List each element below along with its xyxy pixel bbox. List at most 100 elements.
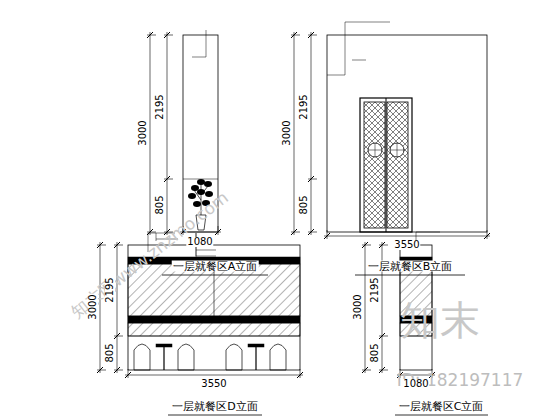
line — [362, 370, 371, 371]
bench-seat — [134, 344, 150, 370]
line — [167, 32, 168, 235]
line — [308, 229, 314, 235]
dimension: 2195 — [155, 93, 165, 120]
line — [291, 232, 300, 233]
bench-seat — [270, 344, 286, 370]
panel — [156, 344, 172, 347]
line — [128, 336, 300, 337]
line — [308, 35, 317, 36]
line — [379, 242, 385, 248]
elevation-title: 一层就餐区D立面 — [171, 401, 258, 412]
line — [362, 242, 368, 248]
line — [215, 229, 221, 235]
line — [294, 32, 295, 235]
line — [297, 372, 303, 378]
line — [379, 336, 388, 337]
elevation-title: 一层就餐区A立面 — [172, 261, 259, 272]
line — [150, 32, 151, 235]
panel — [327, 35, 487, 232]
line — [97, 370, 106, 371]
line — [362, 245, 371, 246]
line — [308, 179, 317, 180]
line — [147, 232, 156, 233]
line — [114, 245, 123, 246]
line — [375, 143, 376, 157]
dimension: 3000 — [282, 119, 292, 146]
dimension: 1080 — [186, 237, 213, 247]
line — [397, 143, 398, 157]
dimension: 3550 — [393, 240, 420, 250]
line — [291, 35, 300, 36]
dimension: 3000 — [353, 293, 363, 320]
line — [308, 232, 317, 233]
line — [100, 242, 101, 373]
line — [97, 242, 103, 248]
line — [147, 32, 153, 38]
line — [324, 236, 490, 237]
line — [327, 230, 328, 239]
line — [196, 256, 216, 257]
dimension: 805 — [299, 194, 309, 215]
line — [164, 35, 173, 36]
panel — [387, 102, 408, 228]
line — [308, 176, 314, 182]
line — [379, 333, 385, 339]
watermark: 知末 — [399, 300, 481, 340]
line — [214, 264, 215, 316]
line — [114, 370, 123, 371]
dimension: 3000 — [88, 293, 98, 320]
dimension: 805 — [155, 194, 165, 215]
line — [218, 226, 219, 235]
line — [484, 233, 490, 239]
panel — [364, 102, 385, 228]
line — [255, 347, 256, 370]
line — [386, 98, 387, 232]
line — [362, 367, 368, 373]
line — [128, 369, 129, 378]
line — [300, 369, 301, 378]
dimension: 805 — [105, 342, 115, 363]
dimension: 2195 — [370, 276, 380, 303]
line — [192, 57, 206, 58]
door-ornament — [390, 143, 404, 157]
line — [487, 230, 488, 239]
line — [395, 415, 488, 416]
line — [379, 367, 385, 373]
dimension: 3550 — [200, 379, 227, 389]
line — [125, 375, 303, 376]
panel — [128, 264, 300, 316]
panel — [128, 245, 300, 370]
line — [163, 347, 164, 370]
elevation-title: 一层就餐区B立面 — [367, 261, 454, 272]
panel — [360, 98, 412, 232]
line — [327, 75, 345, 76]
dimension: 3000 — [138, 119, 148, 146]
linework — [97, 22, 490, 415]
panel — [128, 323, 300, 336]
line — [164, 32, 170, 38]
line — [114, 336, 123, 337]
line — [114, 367, 120, 373]
line — [416, 232, 440, 233]
line — [408, 258, 430, 259]
dimension: 2195 — [299, 93, 309, 120]
line — [365, 242, 366, 373]
line — [311, 32, 312, 235]
line — [324, 233, 330, 239]
line — [379, 245, 388, 246]
line — [164, 176, 170, 182]
line — [379, 370, 388, 371]
line — [147, 35, 156, 36]
line — [345, 22, 390, 23]
line — [291, 32, 297, 38]
line — [125, 372, 131, 378]
line — [196, 250, 216, 251]
line — [206, 30, 207, 57]
line — [114, 333, 120, 339]
line — [291, 229, 297, 235]
door-ornament — [368, 143, 382, 157]
dimension: 805 — [370, 342, 380, 363]
bench-seat — [226, 344, 242, 370]
